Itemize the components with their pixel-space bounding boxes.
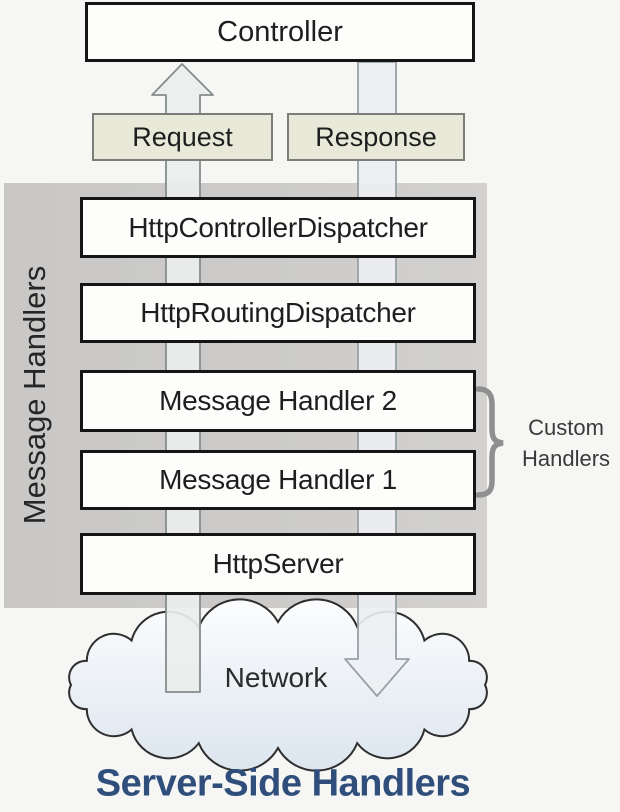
layer-box-message-handler-1: Message Handler 1	[80, 450, 476, 510]
message-handlers-caption: Message Handlers	[17, 265, 52, 525]
custom-handlers-line2: Handlers	[521, 446, 611, 471]
layer-label: HttpServer	[212, 548, 344, 579]
layer-box-http-server: HttpServer	[80, 533, 476, 595]
response-tag: Response	[287, 113, 465, 161]
request-tag: Request	[92, 113, 273, 161]
layer-label: Message Handler 1	[159, 464, 397, 495]
custom-handlers-line1: Custom	[528, 415, 604, 441]
layer-box-message-handler-2: Message Handler 2	[80, 370, 476, 432]
page-title: Server-Side Handlers	[95, 762, 471, 805]
controller-label: Controller	[217, 15, 343, 48]
layer-box-http-controller-dispatcher: HttpControllerDispatcher	[80, 197, 476, 258]
request-label: Request	[132, 121, 233, 152]
layer-label: HttpControllerDispatcher	[128, 211, 428, 243]
layer-label: Message Handler 2	[159, 385, 397, 416]
layer-box-http-routing-dispatcher: HttpRoutingDispatcher	[80, 283, 476, 343]
network-caption: Network	[224, 662, 328, 693]
response-label: Response	[315, 121, 437, 152]
custom-handlers-caption: Custom Handlers	[522, 413, 610, 475]
layer-label: HttpRoutingDispatcher	[140, 297, 416, 328]
controller-box: Controller	[85, 2, 475, 62]
